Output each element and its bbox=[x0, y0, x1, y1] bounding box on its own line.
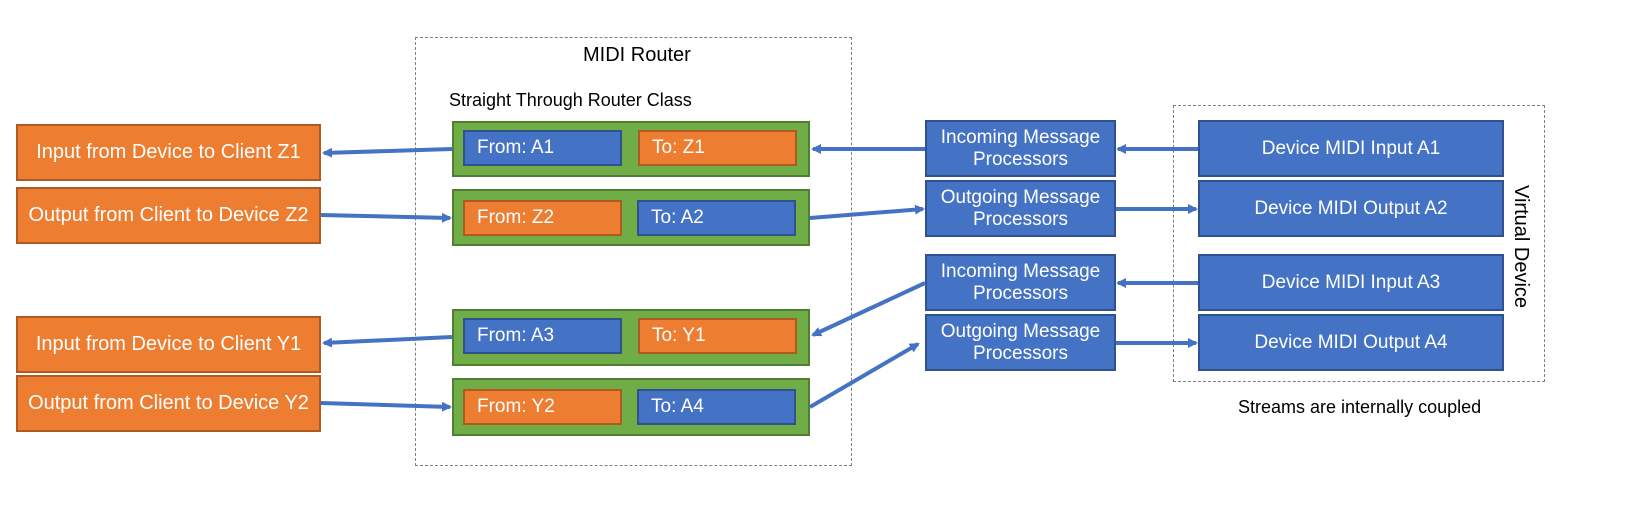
outgoing-processor-2-line1: Outgoing Message bbox=[940, 186, 1101, 208]
outgoing-processor-2-line2: Processors bbox=[972, 208, 1069, 230]
route-4-from: From: Y2 bbox=[463, 389, 622, 425]
incoming-processor-3: Incoming Message Processors bbox=[925, 254, 1116, 311]
route-3-to: To: Y1 bbox=[638, 318, 797, 354]
device-caption: Streams are internally coupled bbox=[1238, 397, 1482, 417]
outgoing-processor-4: Outgoing Message Processors bbox=[925, 314, 1116, 371]
outgoing-processor-4-line1: Outgoing Message bbox=[940, 320, 1101, 342]
route-1-from: From: A1 bbox=[463, 130, 622, 166]
incoming-processor-1-line1: Incoming Message bbox=[940, 126, 1101, 148]
route-2-to: To: A2 bbox=[637, 200, 796, 236]
client-y1-box: Input from Device to Client Y1 bbox=[16, 316, 321, 373]
client-z1-box: Input from Device to Client Z1 bbox=[16, 124, 321, 181]
virtual-device-container bbox=[1173, 105, 1545, 382]
incoming-processor-1-line2: Processors bbox=[972, 148, 1069, 170]
virtual-device-label: Virtual Device bbox=[1510, 185, 1532, 309]
device-input-a3: Device MIDI Input A3 bbox=[1198, 254, 1504, 311]
incoming-processor-3-line1: Incoming Message bbox=[940, 260, 1101, 282]
midi-router-container bbox=[415, 37, 852, 466]
route-1-to: To: Z1 bbox=[638, 130, 797, 166]
client-y2-box: Output from Client to Device Y2 bbox=[16, 375, 321, 432]
midi-router-title: MIDI Router bbox=[583, 44, 691, 66]
client-z2-box: Output from Client to Device Z2 bbox=[16, 187, 321, 244]
device-output-a4: Device MIDI Output A4 bbox=[1198, 314, 1504, 371]
incoming-processor-1: Incoming Message Processors bbox=[925, 120, 1116, 177]
router-class-label: Straight Through Router Class bbox=[449, 90, 692, 110]
route-3-from: From: A3 bbox=[463, 318, 622, 354]
route-4-to: To: A4 bbox=[637, 389, 796, 425]
outgoing-processor-4-line2: Processors bbox=[972, 342, 1069, 364]
device-input-a1: Device MIDI Input A1 bbox=[1198, 120, 1504, 177]
device-output-a2: Device MIDI Output A2 bbox=[1198, 180, 1504, 237]
outgoing-processor-2: Outgoing Message Processors bbox=[925, 180, 1116, 237]
incoming-processor-3-line2: Processors bbox=[972, 282, 1069, 304]
route-2-from: From: Z2 bbox=[463, 200, 622, 236]
